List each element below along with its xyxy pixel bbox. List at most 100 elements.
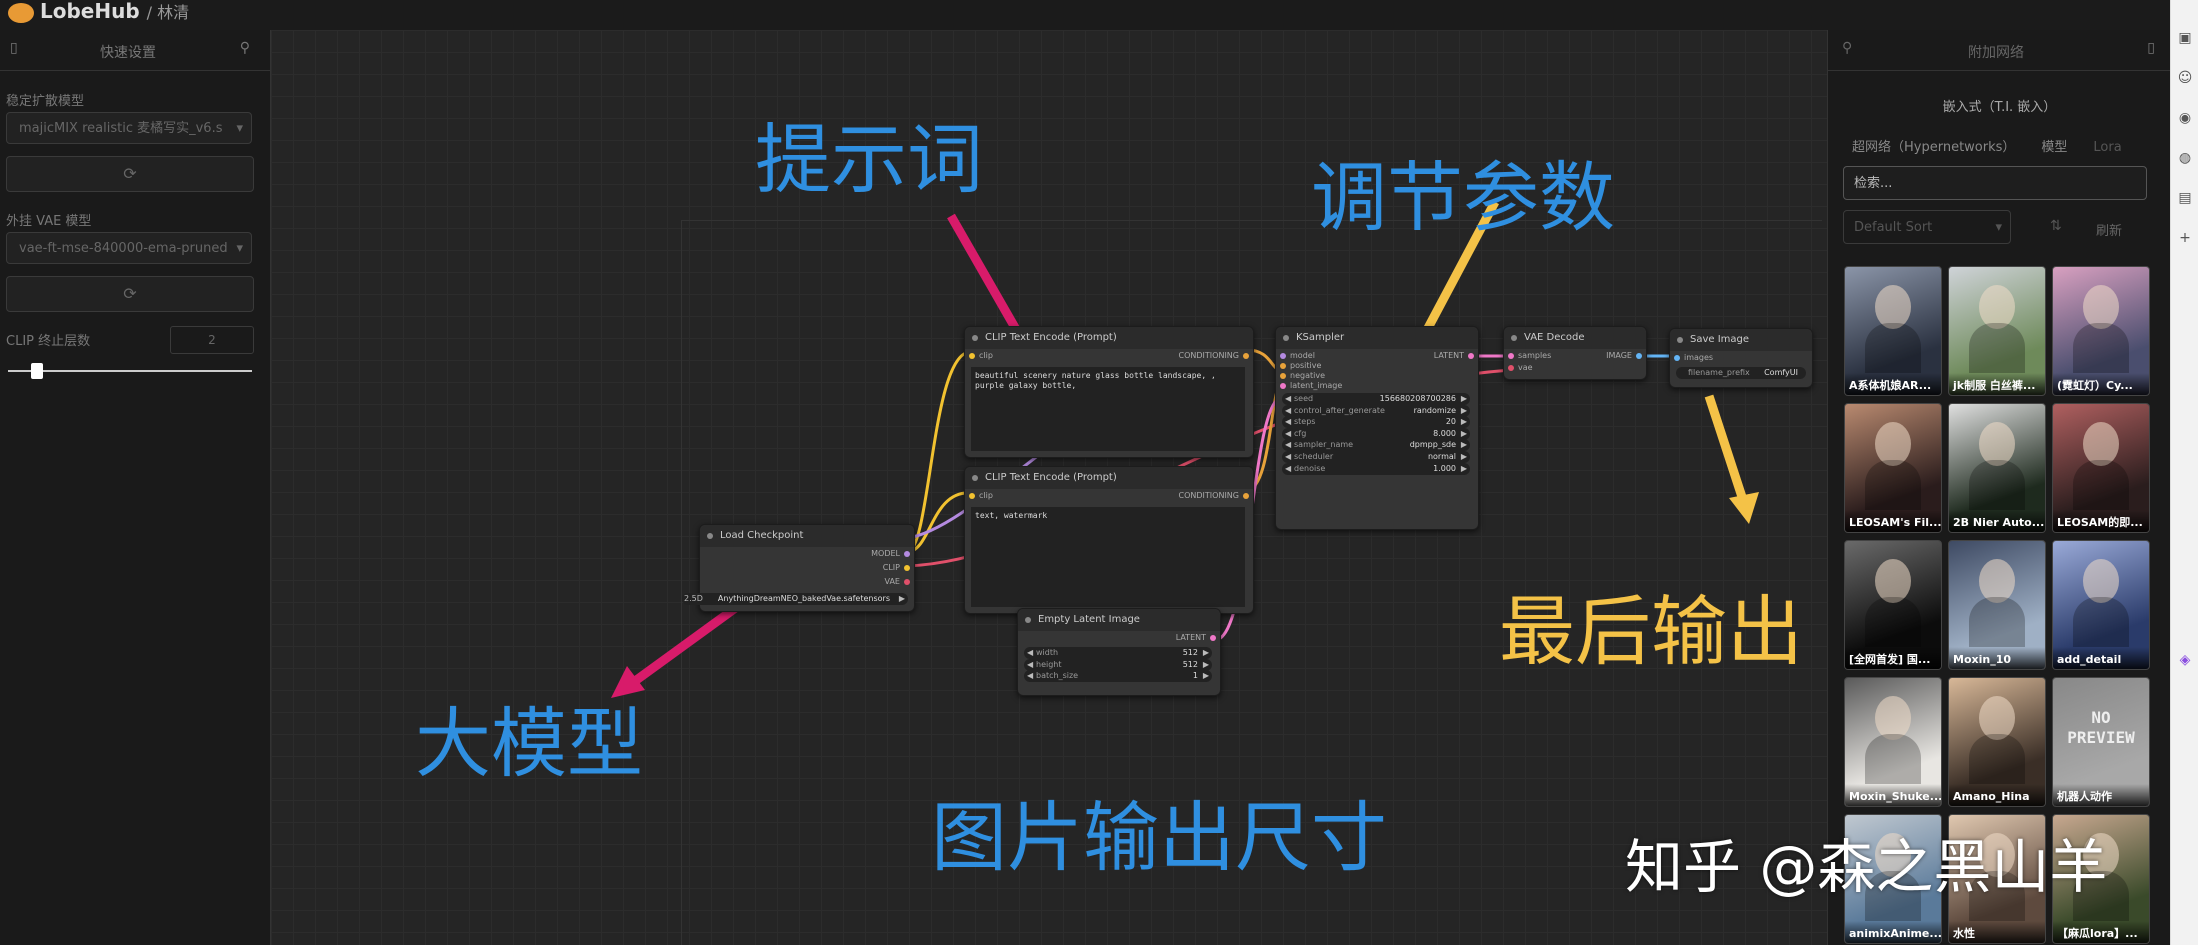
clip-text-encode-positive-node[interactable]: CLIP Text Encode (Prompt) clip CONDITION…: [964, 326, 1254, 458]
positive-prompt-textarea[interactable]: beautiful scenery nature glass bottle la…: [971, 367, 1245, 451]
embedding-card[interactable]: LEOSAM's Fil...: [1844, 403, 1942, 533]
clip-output-port[interactable]: [904, 565, 910, 571]
arrow-right-icon[interactable]: ▶: [1460, 394, 1467, 403]
conditioning-output-port[interactable]: [1243, 493, 1249, 499]
arrow-right-icon[interactable]: ▶: [1460, 452, 1467, 461]
embedding-card[interactable]: animixAnime...: [1844, 814, 1942, 944]
arrow-right-icon[interactable]: ▶: [1202, 671, 1209, 681]
embedding-card[interactable]: 【麻瓜lora】...: [2052, 814, 2150, 944]
copilot-icon[interactable]: ◈: [2179, 652, 2191, 668]
pin-icon[interactable]: ⚲: [239, 40, 250, 56]
vae-decode-node[interactable]: VAE Decode samples vae IMAGE: [1503, 326, 1647, 380]
image-output-port[interactable]: [1636, 353, 1642, 359]
positive-input-port[interactable]: [1280, 363, 1286, 369]
latent-output-port[interactable]: [1468, 353, 1474, 359]
embedding-card[interactable]: 水性: [1948, 814, 2046, 944]
arrow-right-icon[interactable]: ▶: [1460, 405, 1467, 415]
arrow-left-icon[interactable]: ◀: [1285, 417, 1292, 427]
embedding-card[interactable]: Moxin_Shuke...: [1844, 677, 1942, 807]
model-input-port[interactable]: [1280, 353, 1286, 359]
latent_image-input-port[interactable]: [1280, 383, 1286, 389]
embedding-card[interactable]: Amano_Hina: [1948, 677, 2046, 807]
negative-input-port[interactable]: [1280, 373, 1286, 379]
filename-prefix-widget[interactable]: filename_prefix ComfyUI: [1676, 367, 1806, 379]
user-icon[interactable]: ☺: [2177, 70, 2193, 86]
embedding-card[interactable]: [全网首发] 国...: [1844, 540, 1942, 670]
toolbox-icon[interactable]: ▣: [2178, 30, 2192, 46]
sort-direction-icon[interactable]: ⇅: [2050, 218, 2062, 234]
slider-handle[interactable]: [31, 363, 44, 379]
vae-input-port[interactable]: [1508, 365, 1514, 371]
comfyui-canvas[interactable]: CLIP Text Encode (Prompt) clip CONDITION…: [271, 30, 1827, 945]
drive-icon[interactable]: ▤: [2178, 190, 2192, 206]
save-image-node[interactable]: Save Image images filename_prefix ComfyU…: [1669, 328, 1813, 388]
pin-icon[interactable]: ⚲: [1842, 40, 1853, 56]
outlook-icon[interactable]: ◉: [2178, 110, 2192, 126]
add-icon[interactable]: +: [2179, 230, 2191, 246]
negative-prompt-textarea[interactable]: text, watermark: [971, 507, 1245, 607]
refresh-checkpoint-button[interactable]: ⟳: [6, 156, 254, 192]
arrow-left-icon[interactable]: ◀: [1027, 648, 1034, 657]
clip-input-port[interactable]: [969, 353, 975, 359]
arrow-right-icon[interactable]: ▶: [1460, 440, 1467, 450]
embedding-card[interactable]: LEOSAM的即...: [2052, 403, 2150, 533]
vae-output-port[interactable]: [904, 579, 910, 585]
refresh-button[interactable]: 刷新: [2096, 224, 2123, 239]
samples-input-port[interactable]: [1508, 353, 1514, 359]
model-output-port[interactable]: [904, 551, 910, 557]
vae-select[interactable]: vae-ft-mse-840000-ema-pruned▾: [6, 232, 252, 264]
arrow-right-icon[interactable]: ▶: [1460, 417, 1467, 427]
arrow-right-icon[interactable]: ▶: [1460, 428, 1467, 438]
network-tab[interactable]: 模型: [2041, 140, 2068, 155]
search-input[interactable]: 检索...: [1843, 166, 2147, 200]
network-tab[interactable]: Lora: [2093, 140, 2122, 155]
active-tab-title[interactable]: 嵌入式（T.I. 嵌入）: [1942, 100, 2057, 115]
arrow-left-icon[interactable]: ◀: [1027, 659, 1034, 669]
load-checkpoint-node[interactable]: Load Checkpoint MODEL CLIP VAE 2.5D Anyt…: [682, 524, 915, 612]
arrow-left-icon[interactable]: ◀: [1285, 428, 1292, 438]
clip-skip-input[interactable]: 2: [170, 326, 254, 354]
arrow-left-icon[interactable]: ◀: [1027, 671, 1034, 681]
checkpoint-select[interactable]: majicMIX realistic 麦橘写实_v6.s▾: [6, 112, 252, 144]
arrow-left-icon[interactable]: ◀: [1285, 440, 1292, 450]
clip-input-port[interactable]: [969, 493, 975, 499]
arrow-right-icon[interactable]: ▶: [1202, 659, 1209, 669]
sidebar-toggle-icon[interactable]: ▯: [10, 40, 18, 56]
embedding-card[interactable]: jk制服 白丝裤...: [1948, 266, 2046, 396]
sort-select[interactable]: Default Sort▾: [1843, 210, 2011, 244]
brand[interactable]: LobeHub / 林清: [8, 0, 189, 30]
embedding-card[interactable]: Moxin_10: [1948, 540, 2046, 670]
conditioning-output-port[interactable]: [1243, 353, 1249, 359]
embedding-card[interactable]: add_detail: [2052, 540, 2150, 670]
arrow-left-icon[interactable]: ◀: [1285, 452, 1292, 461]
refresh-vae-button[interactable]: ⟳: [6, 276, 254, 312]
embedding-card[interactable]: A系体机娘AR...: [1844, 266, 1942, 396]
arrow-left-icon[interactable]: ◀: [1285, 463, 1292, 473]
embedding-card[interactable]: 2B Nier Auto...: [1948, 403, 2046, 533]
arrow-right-icon[interactable]: ▶: [1202, 648, 1209, 657]
arrow-left-icon[interactable]: ◀: [1285, 405, 1292, 415]
arrow-right-icon[interactable]: ▶: [898, 594, 905, 603]
arrow-right-icon[interactable]: ▶: [1460, 463, 1467, 473]
network-tab[interactable]: 超网络（Hypernetworks）: [1852, 140, 2016, 155]
embedding-card[interactable]: (霓虹灯）Cy...: [2052, 266, 2150, 396]
arrow-left-icon[interactable]: ◀: [1285, 394, 1292, 403]
images-input-port[interactable]: [1674, 355, 1680, 361]
latent-output-port[interactable]: [1210, 635, 1216, 641]
ckpt-name-widget[interactable]: 2.5D AnythingDreamNEO_bakedVae.safetenso…: [682, 593, 908, 605]
clip-skip-slider[interactable]: [8, 363, 252, 379]
clip-text-encode-negative-node[interactable]: CLIP Text Encode (Prompt) clip CONDITION…: [964, 466, 1254, 614]
app-icon[interactable]: ◍: [2178, 150, 2192, 166]
